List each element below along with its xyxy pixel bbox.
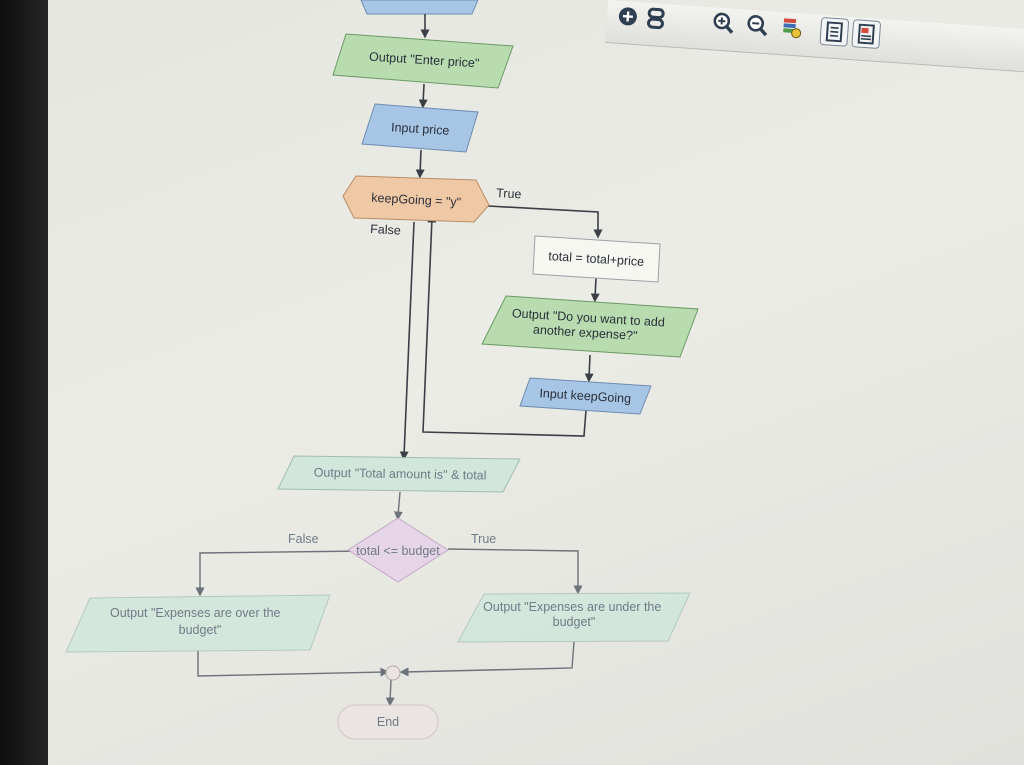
link-icon[interactable] [642, 5, 670, 33]
merge-point [385, 665, 401, 681]
partial-top-node[interactable] [360, 0, 479, 15]
document-view-icon[interactable] [819, 16, 850, 47]
node-text: total <= budget [356, 544, 440, 558]
node-text-line-1: Output "Expenses are under the [483, 600, 661, 614]
svg-text:Output "Expenses are under the: Output "Expenses are under the budget" [483, 600, 665, 629]
connectors [195, 14, 603, 707]
flowchart-canvas[interactable]: Output "Enter price" Input price keepGoi… [48, 0, 1024, 765]
output-enter-price-node[interactable]: Output "Enter price" [332, 33, 514, 89]
false-branch-label: False [288, 532, 319, 546]
svg-text:Output "Expenses are over the: Output "Expenses are over the budget" [110, 606, 284, 637]
node-text: Input price [391, 120, 450, 138]
input-keep-going-node[interactable]: Input keepGoing [519, 377, 652, 415]
true-branch-label: True [496, 186, 522, 201]
flowchart-diagram: Output "Enter price" Input price keepGoi… [65, 0, 699, 740]
add-icon[interactable] [614, 3, 642, 31]
node-text-line-2: budget" [179, 623, 222, 637]
color-palette-icon[interactable] [778, 14, 806, 42]
node-text-line-2: budget" [553, 615, 596, 629]
node-text-line-1: Output "Expenses are over the [110, 606, 281, 620]
input-price-node[interactable]: Input price [361, 103, 479, 153]
true-branch-label: True [471, 532, 496, 546]
false-branch-label: False [370, 222, 401, 238]
monitor-bezel [0, 0, 48, 765]
output-over-budget-node[interactable]: Output "Expenses are over the budget" [65, 594, 331, 653]
node-text: total = total+price [548, 249, 645, 269]
node-text: Output "Total amount is" & total [314, 465, 487, 482]
node-text: Output "Enter price" [369, 50, 480, 71]
decision-keep-going-node[interactable]: keepGoing = "y" [342, 175, 490, 223]
node-text: Input keepGoing [539, 386, 631, 406]
assign-total-node[interactable]: total = total+price [532, 235, 661, 283]
end-node[interactable]: End [337, 704, 439, 740]
node-text: keepGoing = "y" [371, 191, 461, 210]
node-text: End [377, 715, 399, 729]
toolbar [605, 0, 1024, 77]
output-under-budget-node[interactable]: Output "Expenses are under the budget" [457, 592, 691, 643]
split-view-icon[interactable] [851, 19, 882, 50]
node-text-line-2: another expense?" [533, 323, 638, 343]
decision-budget-node[interactable]: total <= budget [347, 517, 449, 583]
output-add-another-node[interactable]: Output "Do you want to add another expen… [481, 295, 699, 358]
zoom-in-icon[interactable] [710, 9, 738, 37]
output-total-node[interactable]: Output "Total amount is" & total [277, 455, 521, 493]
zoom-out-icon[interactable] [744, 12, 772, 40]
